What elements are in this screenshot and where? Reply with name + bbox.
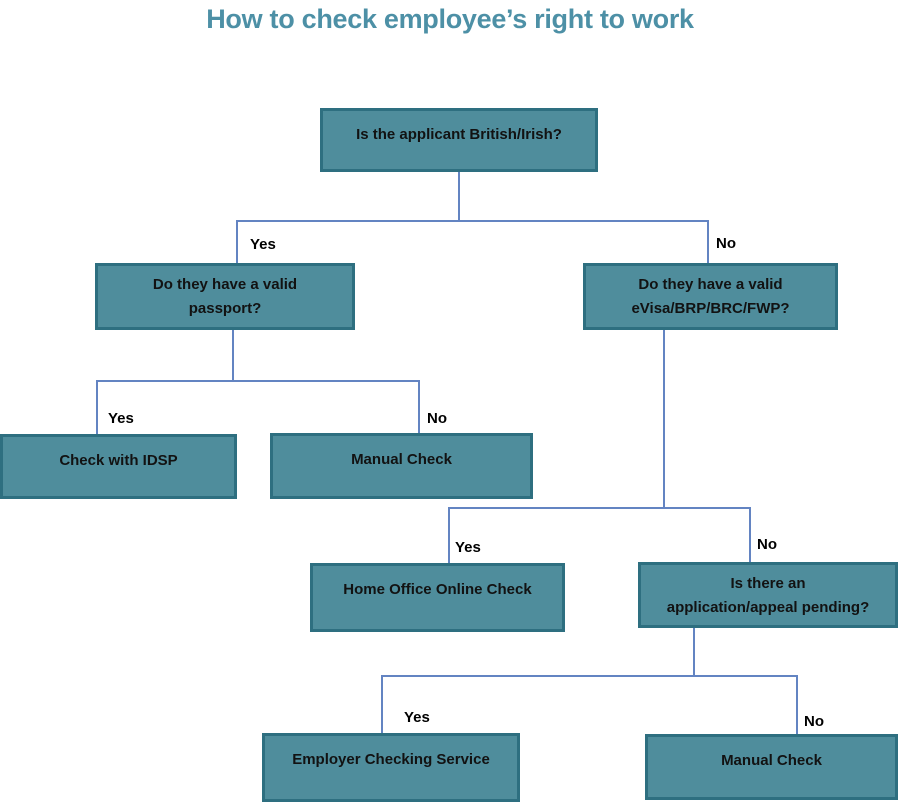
node-action-manual-check-passport-no: Manual Check [270, 433, 533, 499]
node-action-employer-checking-service: Employer Checking Service [262, 733, 520, 802]
edge-label-evisa-yes: Yes [455, 539, 481, 556]
node-text-line2: eVisa/BRP/BRC/FWP? [631, 300, 790, 317]
edge-label-pending-no: No [804, 713, 824, 730]
node-question-valid-passport: Do they have a valid passport? [95, 263, 355, 330]
node-text: Home Office Online Check [343, 581, 532, 598]
node-text-line2: passport? [188, 300, 262, 317]
edge-label-root-no: No [716, 235, 736, 252]
connector-evisa-branches [448, 507, 751, 563]
connector-root-branches [236, 220, 709, 264]
node-text-line1: Do they have a valid [638, 276, 783, 293]
node-text: Check with IDSP [59, 452, 178, 469]
page-title: How to check employee’s right to work [206, 4, 694, 34]
node-text-line2: application/appeal pending? [666, 599, 870, 616]
node-action-check-with-idsp: Check with IDSP [0, 434, 237, 499]
connector-pending-branches [381, 675, 798, 734]
node-text: Is the applicant British/Irish? [356, 126, 562, 143]
connector-passport-branches [96, 380, 420, 434]
edge-label-evisa-no: No [757, 536, 777, 553]
edge-label-root-yes: Yes [250, 236, 276, 253]
node-question-application-appeal-pending: Is there an application/appeal pending? [638, 562, 898, 628]
node-action-manual-check-pending-no: Manual Check [645, 734, 898, 800]
node-text: Manual Check [351, 451, 452, 468]
edge-label-passport-no: No [427, 410, 447, 427]
node-question-valid-evisa: Do they have a valid eVisa/BRP/BRC/FWP? [583, 263, 838, 330]
node-text: Employer Checking Service [292, 751, 490, 768]
node-text-line1: Is there an [730, 575, 806, 592]
node-question-british-irish: Is the applicant British/Irish? [320, 108, 598, 172]
edge-label-passport-yes: Yes [108, 410, 134, 427]
node-action-home-office-online-check: Home Office Online Check [310, 563, 565, 632]
node-text-line1: Do they have a valid [152, 276, 298, 293]
edge-label-pending-yes: Yes [404, 709, 430, 726]
node-text: Manual Check [721, 752, 822, 769]
